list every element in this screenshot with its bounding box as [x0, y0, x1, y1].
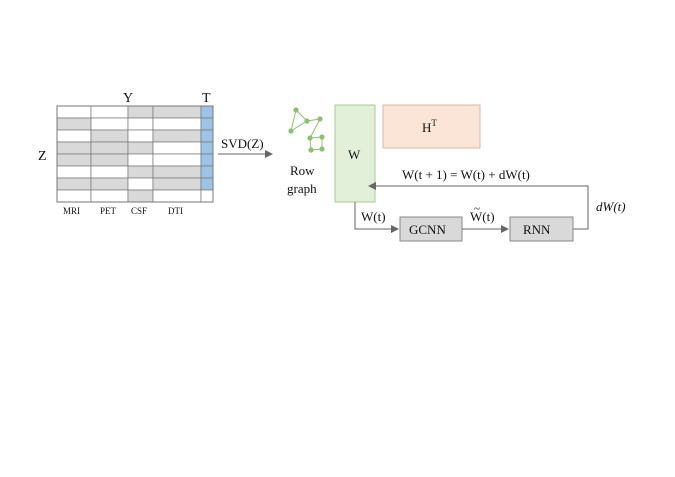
matrix-cell — [90, 189, 129, 203]
matrix-cell — [56, 153, 92, 167]
w-label: W — [348, 147, 361, 162]
matrix-cell — [152, 117, 202, 131]
graph-node — [293, 107, 299, 113]
matrix-t-label: T — [202, 91, 211, 106]
column-label-dti: DTI — [168, 206, 183, 216]
graph-node — [288, 128, 294, 134]
matrix-cell — [152, 129, 202, 143]
matrix-cell — [127, 153, 154, 167]
column-label-mri: MRI — [63, 206, 80, 216]
feedback-arrow — [368, 182, 589, 230]
matrix-cell — [200, 105, 214, 119]
matrix-cell — [90, 165, 129, 179]
graph-node — [304, 118, 310, 124]
matrix-cell — [90, 105, 129, 119]
column-label-csf: CSF — [131, 206, 147, 216]
ht-matrix-box — [382, 104, 481, 149]
gcnn-label: GCNN — [409, 222, 446, 237]
row-graph-label-line1: Row — [290, 163, 315, 178]
matrix-cell — [90, 117, 129, 131]
tilde-mark: ~ — [474, 203, 480, 215]
rnn-label: RNN — [523, 222, 551, 237]
matrix-cell — [152, 141, 202, 155]
matrix-cell — [90, 177, 129, 191]
matrix-cell — [56, 177, 92, 191]
update-equation: W(t + 1) = W(t) + dW(t) — [402, 167, 530, 182]
matrix-cell — [127, 177, 154, 191]
wt-arrow — [354, 202, 399, 233]
svd-label: SVD(Z) — [221, 136, 264, 151]
matrix-cell — [200, 117, 214, 131]
graph-node — [308, 147, 314, 153]
graph-node — [307, 135, 313, 141]
ht-label: HT — [422, 118, 437, 135]
matrix-z — [56, 105, 214, 203]
wt-label: W(t) — [361, 209, 386, 224]
graph-node — [317, 116, 323, 122]
matrix-cell — [152, 153, 202, 167]
gcnn-box — [399, 216, 463, 242]
matrix-cell — [90, 153, 129, 167]
matrix-cell — [90, 129, 129, 143]
column-label-pet: PET — [100, 206, 117, 216]
matrix-cell — [56, 141, 92, 155]
matrix-cell — [90, 141, 129, 155]
matrix-cell — [127, 105, 154, 119]
matrix-cell — [200, 141, 214, 155]
matrix-cell — [152, 165, 202, 179]
graph-node — [319, 134, 325, 140]
matrix-cell — [127, 117, 154, 131]
matrix-outline — [56, 105, 214, 203]
matrix-cell — [127, 165, 154, 179]
matrix-cell — [127, 129, 154, 143]
matrix-cell — [200, 189, 214, 203]
matrix-cell — [56, 189, 92, 203]
dw-label: dW(t) — [596, 199, 626, 214]
matrix-y-label: Y — [123, 91, 133, 106]
matrix-z-label: Z — [38, 149, 47, 164]
matrix-cell — [56, 165, 92, 179]
matrix-cell — [200, 153, 214, 167]
wtilde-label: W(t) — [470, 209, 495, 224]
matrix-cell — [200, 165, 214, 179]
matrix-cell — [56, 105, 92, 119]
matrix-cell — [200, 129, 214, 143]
matrix-cell — [56, 117, 92, 131]
row-graph-icon — [290, 109, 323, 151]
matrix-cell — [152, 189, 202, 203]
matrix-cell — [56, 129, 92, 143]
row-graph-nodes — [288, 107, 325, 153]
rnn-box — [509, 216, 574, 242]
matrix-cell — [200, 177, 214, 191]
matrix-cell — [127, 189, 154, 203]
row-graph-label-line2: graph — [287, 181, 317, 196]
graph-node — [319, 146, 325, 152]
matrix-cell — [127, 141, 154, 155]
matrix-cell — [152, 177, 202, 191]
matrix-cell — [152, 105, 202, 119]
